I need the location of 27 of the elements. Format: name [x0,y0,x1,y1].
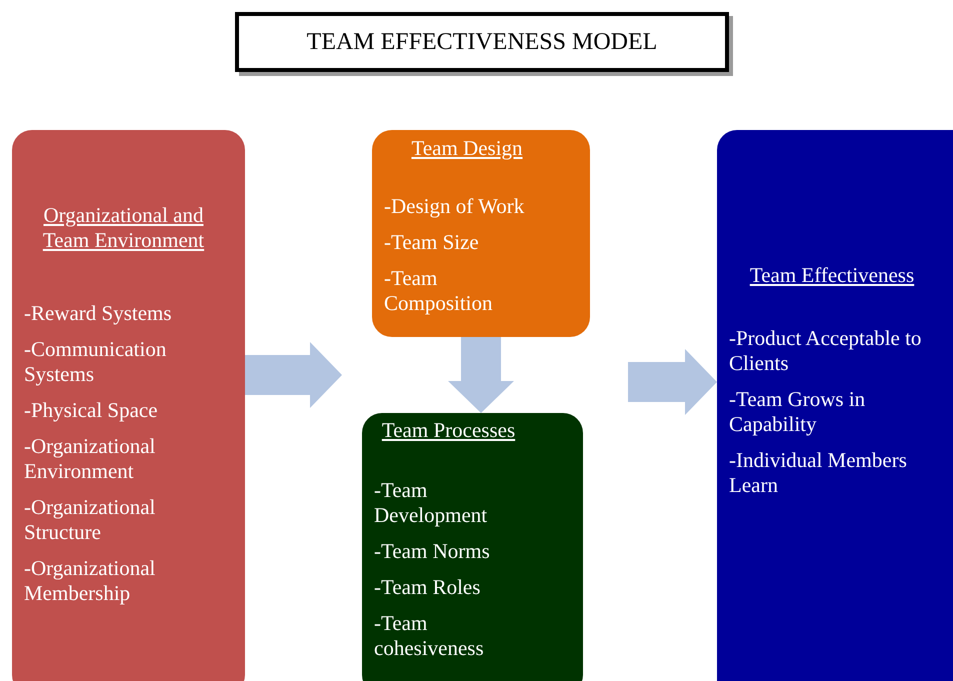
list-item: -Team Development [374,478,488,528]
list-item: -Organizational Environment [24,434,156,484]
block-arrow [245,342,342,408]
list-item: -Product Acceptable to Clients [729,326,922,376]
heading: Organizational and Team Environment [42,203,206,253]
panel [362,413,583,681]
list-item: -Physical Space [24,398,159,423]
list-item: -Communication Systems [24,337,168,387]
list-item: -Team Norms [374,539,491,564]
panel [12,130,245,681]
list-item: -Team Size [384,230,480,255]
panel [372,130,590,337]
list-item: -Design of Work [384,194,526,219]
list-item: -Team Composition [384,266,494,316]
heading: Team Effectiveness [748,263,916,288]
list-item: -Organizational Structure [24,495,156,545]
list-item: -Reward Systems [24,301,173,326]
list-item: -Individual Members Learn [729,448,908,498]
list-item: -Organizational Membership [24,556,156,606]
list-item: -Team Roles [374,575,482,600]
panel [717,130,953,681]
block-arrow [628,349,717,415]
heading: Team Design [410,136,524,161]
list-item: -Team cohesiveness [374,611,485,661]
block-arrow [448,337,514,413]
list-item: -Team Grows in Capability [729,387,866,437]
heading: Team Processes [380,418,516,443]
